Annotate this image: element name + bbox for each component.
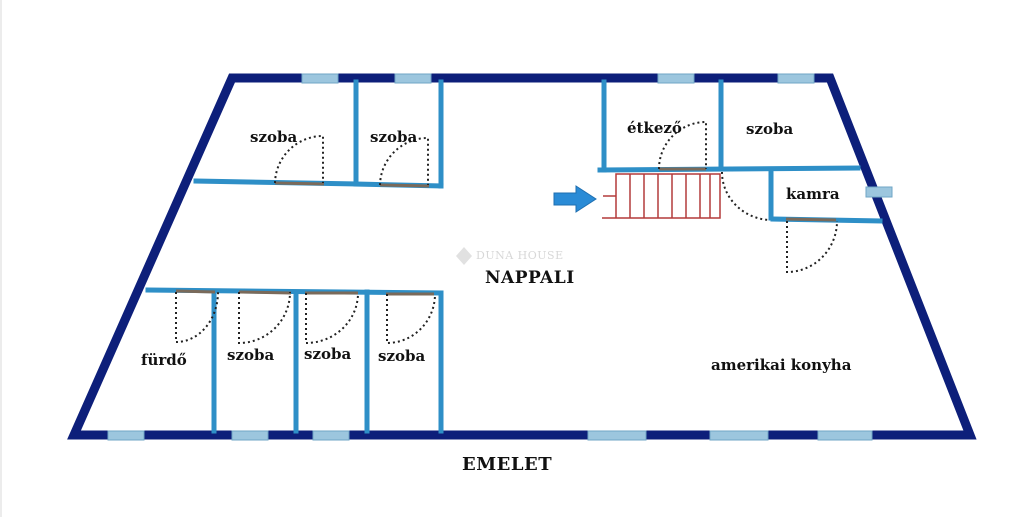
room-label-szoba-1: szoba xyxy=(250,128,297,146)
outer-walls xyxy=(67,73,977,440)
stairs xyxy=(602,173,721,219)
window xyxy=(709,430,769,441)
door-openings xyxy=(175,167,837,296)
door-swing xyxy=(274,134,324,184)
window xyxy=(107,430,145,441)
window xyxy=(394,73,432,84)
door-swing xyxy=(305,292,359,345)
room-label-szoba-4: szoba xyxy=(227,346,274,364)
entry-arrow-icon xyxy=(553,185,597,213)
room-label-szoba-5: szoba xyxy=(304,345,351,363)
floor-title: EMELET xyxy=(462,454,552,475)
window xyxy=(301,73,339,84)
watermark-logo: DUNA HOUSE xyxy=(456,247,564,265)
windows xyxy=(107,73,893,441)
room-label-szoba-3: szoba xyxy=(746,120,793,138)
room-label-furdo: fürdő xyxy=(141,351,187,369)
watermark-text: DUNA HOUSE xyxy=(476,249,564,262)
window xyxy=(777,73,815,84)
door-swing xyxy=(720,171,771,221)
room-label-kamra: kamra xyxy=(786,185,840,203)
door-swing xyxy=(786,220,838,274)
window xyxy=(865,186,893,198)
door-swing xyxy=(379,136,429,186)
room-label-szoba-2: szoba xyxy=(370,128,417,146)
door-swings xyxy=(175,120,838,345)
door-swing xyxy=(386,293,436,345)
room-label-szoba-6: szoba xyxy=(378,347,425,365)
window xyxy=(817,430,873,441)
room-label-nappali: NAPPALI xyxy=(485,268,575,288)
window xyxy=(657,73,695,84)
window xyxy=(312,430,350,441)
window xyxy=(587,430,647,441)
room-label-amerikai-konyha: amerikai konyha xyxy=(711,356,852,374)
door-swing xyxy=(175,291,219,344)
door-swing xyxy=(238,291,291,345)
window xyxy=(231,430,269,441)
room-label-etkezo: étkező xyxy=(627,119,682,137)
room-labels: szoba szoba étkező szoba kamra NAPPALI f… xyxy=(141,119,852,374)
